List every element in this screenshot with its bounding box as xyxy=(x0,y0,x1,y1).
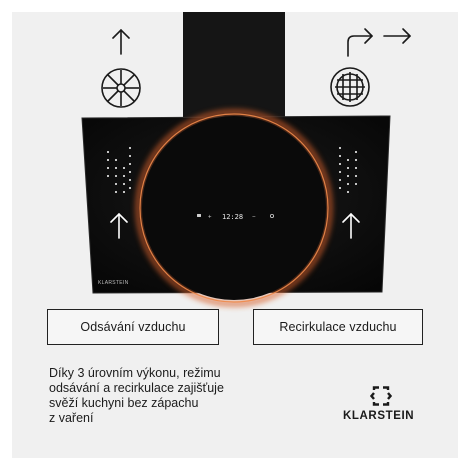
description-line: z vaření xyxy=(49,411,94,425)
glow-ring xyxy=(135,109,333,307)
description-line: Díky 3 úrovním výkonu, režimu xyxy=(49,366,221,380)
recirculation-label: Recirkulace vzduchu xyxy=(279,320,397,334)
hood-brand-label: KLARSTEIN xyxy=(98,280,129,286)
description-text: Díky 3 úrovním výkonu, režimu odsávání a… xyxy=(49,366,269,426)
description-line: odsávání a recirkulace zajišťuje xyxy=(49,381,224,395)
control-strip: + − xyxy=(197,213,274,221)
svg-text:−: − xyxy=(252,215,256,221)
description-line: svěží kuchyni bez zápachu xyxy=(49,396,199,410)
hood-display: 12:28 xyxy=(222,213,243,221)
arrow-up-icon xyxy=(112,28,130,55)
recirculation-label-box: Recirkulace vzduchu xyxy=(253,309,423,345)
extraction-label-box: Odsávání vzduchu xyxy=(47,309,219,345)
hood-chimney xyxy=(183,12,285,118)
extraction-fan-icon xyxy=(101,68,141,108)
extraction-label: Odsávání vzduchu xyxy=(80,320,186,334)
recirculation-filter-icon xyxy=(330,67,370,107)
left-speed-dots xyxy=(107,147,131,193)
center-disc xyxy=(142,116,326,300)
right-speed-dots xyxy=(339,147,357,193)
left-panel-arrow-up-icon xyxy=(110,212,128,239)
brand-name: KLARSTEIN xyxy=(343,410,415,422)
extraction-airflow-illustration xyxy=(101,28,141,108)
svg-text:+: + xyxy=(208,215,212,221)
klarstein-logo-icon xyxy=(370,386,392,406)
recirculation-arrows-icon xyxy=(347,28,411,57)
recirculation-airflow-illustration xyxy=(330,28,411,107)
right-panel-arrow-up-icon xyxy=(342,212,360,239)
